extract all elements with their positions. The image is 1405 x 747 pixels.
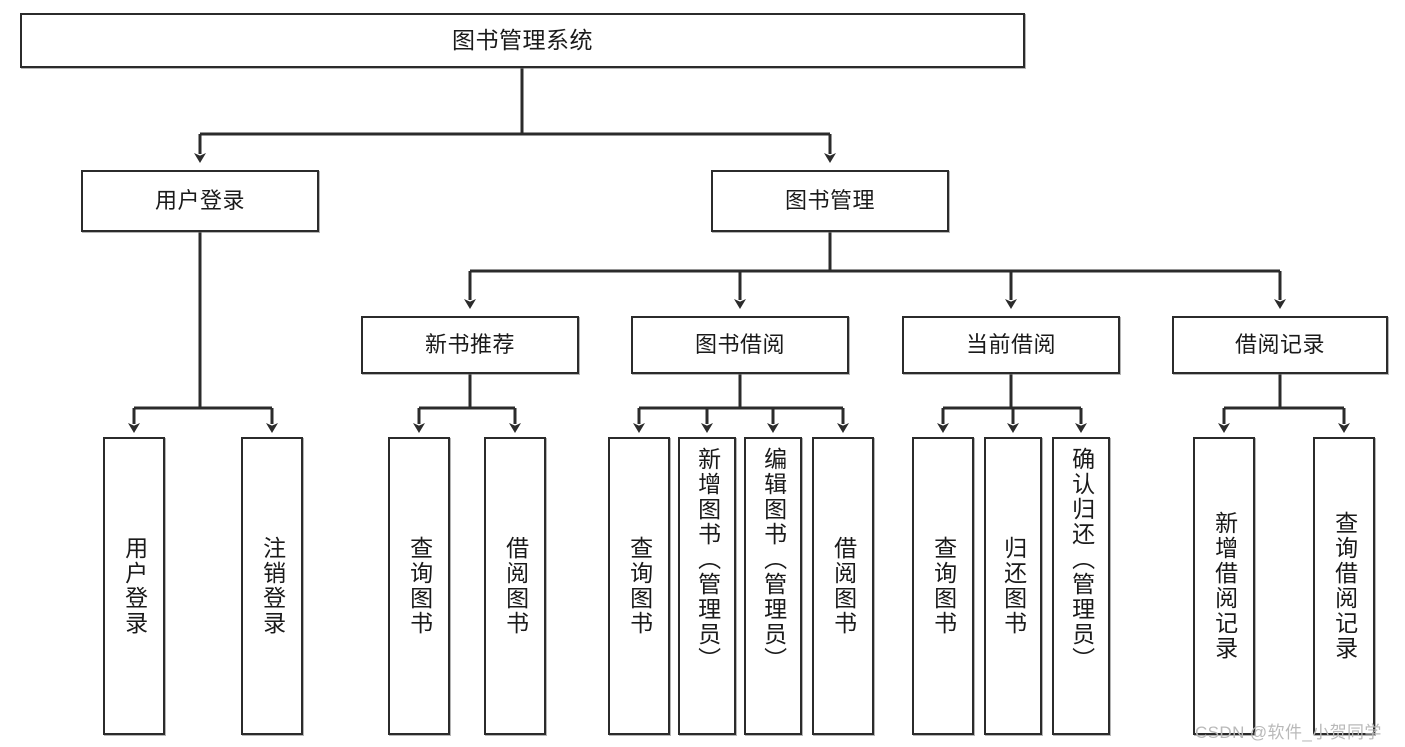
node-borrow-record[interactable]: 借阅记录 [1172,316,1388,374]
node-label: 确认归还（管理员） [1068,447,1095,672]
node-label: 新书推荐 [424,332,515,358]
node-label: 当前借阅 [965,332,1056,358]
node-leaf-edit-book-admin[interactable]: 编辑图书（管理员） [744,437,802,735]
node-leaf-query-book-rec[interactable]: 查询图书 [388,437,450,735]
node-root-system[interactable]: 图书管理系统 [20,13,1025,68]
node-label: 查询借阅记录 [1331,511,1358,661]
node-book-borrow[interactable]: 图书借阅 [631,316,849,374]
node-leaf-add-book-admin[interactable]: 新增图书（管理员） [678,437,736,735]
node-label: 新增图书（管理员） [694,447,721,672]
node-leaf-user-login[interactable]: 用户登录 [103,437,165,735]
csdn-watermark: CSDN @软件_小贺同学 [1195,723,1382,742]
node-book-manage[interactable]: 图书管理 [711,170,949,232]
node-label: 查询图书 [930,536,957,636]
node-label: 借阅图书 [830,536,857,636]
node-leaf-borrow-book-rec[interactable]: 借阅图书 [484,437,546,735]
node-leaf-borrow-book[interactable]: 借阅图书 [812,437,874,735]
node-label: 查询图书 [626,536,653,636]
node-new-book-rec[interactable]: 新书推荐 [361,316,579,374]
node-label: 图书管理 [784,188,875,214]
node-leaf-user-logout[interactable]: 注销登录 [241,437,303,735]
node-label: 用户登录 [121,536,148,636]
node-leaf-query-book-current[interactable]: 查询图书 [912,437,974,735]
node-leaf-confirm-return-admin[interactable]: 确认归还（管理员） [1052,437,1110,735]
node-leaf-add-borrow-record[interactable]: 新增借阅记录 [1193,437,1255,735]
node-label: 借阅记录 [1234,332,1325,358]
node-label: 借阅图书 [502,536,529,636]
node-user-login[interactable]: 用户登录 [81,170,319,232]
node-label: 注销登录 [259,536,286,636]
node-label: 查询图书 [406,536,433,636]
node-label: 编辑图书（管理员） [760,447,787,672]
node-current-borrow[interactable]: 当前借阅 [902,316,1120,374]
node-label: 用户登录 [154,188,245,214]
node-label: 新增借阅记录 [1211,511,1238,661]
node-leaf-query-borrow-record[interactable]: 查询借阅记录 [1313,437,1375,735]
node-leaf-query-book-borrow[interactable]: 查询图书 [608,437,670,735]
node-label: 图书管理系统 [452,26,593,53]
node-label: 归还图书 [1000,536,1027,636]
node-leaf-return-book[interactable]: 归还图书 [984,437,1042,735]
node-label: 图书借阅 [694,332,785,358]
